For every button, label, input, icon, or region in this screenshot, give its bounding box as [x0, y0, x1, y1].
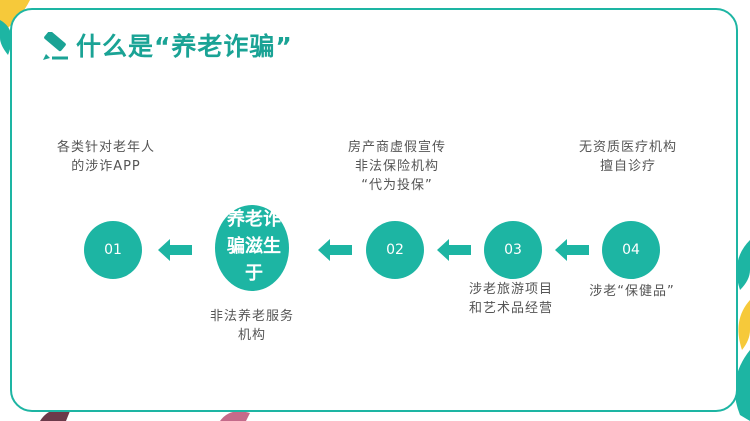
node-03-caption: 涉老旅游项目 和艺术品经营	[456, 280, 566, 318]
pencil-icon	[43, 32, 68, 60]
arrow-left-icon	[318, 239, 352, 261]
center-node-bg	[215, 205, 289, 291]
caption-line: 非法保险机构	[354, 159, 439, 174]
title-row: 什么是“养老诈骗”	[40, 32, 293, 62]
caption-line: 机构	[237, 328, 266, 343]
node-01-number: 01	[104, 242, 122, 258]
node-02-caption: 房产商虚假宣传 非法保险机构 “代为投保”	[332, 138, 462, 195]
center-node-label: 养老诈骗滋生于	[227, 208, 281, 284]
page-title: 什么是“养老诈骗”	[76, 32, 293, 61]
caption-line: 无资质医疗机构	[578, 140, 677, 155]
center-node: 养老诈骗滋生于	[215, 203, 293, 289]
caption-line: 非法养老服务	[209, 309, 294, 324]
arrow-left-icon	[555, 239, 589, 261]
caption-line: 房产商虚假宣传	[347, 140, 446, 155]
node-02-number: 02	[386, 242, 404, 258]
caption-line: 的涉诈APP	[71, 159, 141, 174]
arrow-left-icon	[437, 239, 471, 261]
caption-line: 擅自诊疗	[599, 159, 656, 174]
caption-line: “代为投保”	[361, 178, 433, 193]
node-04-number: 04	[622, 242, 640, 258]
node-03-number: 03	[504, 242, 522, 258]
caption-line: 和艺术品经营	[468, 301, 553, 316]
node-01: 01	[84, 221, 142, 279]
node-04: 04	[602, 221, 660, 279]
leaf-decoration-bottom	[40, 409, 250, 421]
node-03: 03	[484, 221, 542, 279]
center-caption: 非法养老服务 机构	[192, 307, 312, 345]
caption-line: 涉老旅游项目	[468, 282, 553, 297]
node-01-caption: 各类针对老年人 的涉诈APP	[46, 138, 166, 176]
node-02: 02	[366, 221, 424, 279]
caption-line: 各类针对老年人	[56, 140, 155, 155]
node-04-top-caption: 无资质医疗机构 擅自诊疗	[568, 138, 688, 176]
caption-line: 涉老“保健品”	[589, 284, 675, 299]
node-04-bottom-caption: 涉老“保健品”	[572, 282, 692, 301]
content-card: 什么是“养老诈骗” 01 养老诈骗滋生于 02 03 04 各类针对老年人 的涉…	[10, 8, 738, 412]
leaf-decoration-right	[734, 240, 750, 421]
arrow-left-icon	[158, 239, 192, 261]
